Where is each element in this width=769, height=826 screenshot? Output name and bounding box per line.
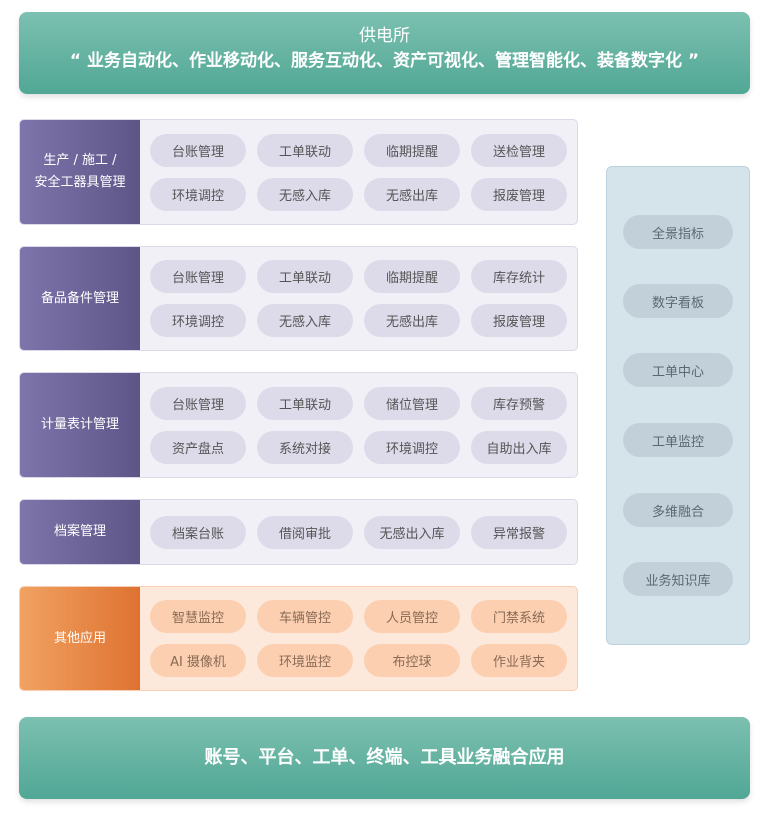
module-item: 库存预警 — [471, 386, 567, 420]
module-item: 无感入库 — [257, 304, 353, 337]
module-label-line: 档案管理 — [53, 524, 106, 539]
module-section: 其他应用 智慧监控车辆管控人员管控门禁系统 AI 摄像机环境监控布控球作业背夹 — [19, 586, 578, 691]
module-item: 无感出库 — [364, 304, 460, 337]
module-label-line: 备品备件管理 — [40, 290, 119, 306]
module-item: 台账管理 — [150, 260, 246, 293]
module-items: 档案台账借阅审批无感出入库异常报警 — [140, 500, 577, 564]
module-label: 备品备件管理 — [20, 247, 140, 350]
module-item: 报废管理 — [471, 304, 567, 337]
module-label: 其他应用 — [20, 587, 140, 690]
module-item: 工单联动 — [257, 260, 353, 293]
module-label: 生产 / 施工 / 安全工器具管理 — [20, 120, 140, 224]
panel-item: 工单中心 — [623, 353, 733, 387]
module-item: 临期提醒 — [364, 133, 460, 167]
module-item: 台账管理 — [150, 386, 246, 420]
module-item: 送检管理 — [471, 133, 567, 167]
header-banner: 供电所 “ 业务自动化、作业移动化、服务互动化、资产可视化、管理智能化、装备数字… — [19, 12, 750, 94]
module-item: 布控球 — [364, 644, 460, 677]
module-section: 生产 / 施工 /安全工器具管理台账管理工单联动临期提醒送检管理环境调控无感入库… — [19, 119, 578, 225]
module-label: 计量表计管理 — [20, 373, 140, 477]
module-label-line: 计量表计管理 — [40, 417, 119, 432]
module-item: 门禁系统 — [471, 600, 567, 633]
module-item: 工单联动 — [257, 133, 353, 167]
module-item: 作业背夹 — [471, 644, 567, 677]
module-label: 档案管理 — [20, 500, 140, 564]
module-items: 台账管理工单联动临期提醒库存统计环境调控无感入库无感出库报废管理 — [140, 247, 577, 350]
module-item: 车辆管控 — [257, 600, 353, 633]
module-item: 无感出库 — [364, 177, 460, 211]
module-item: 系统对接 — [257, 430, 353, 464]
header-title: 供电所 — [359, 26, 410, 46]
module-item: 环境调控 — [364, 430, 460, 464]
module-item: 报废管理 — [471, 177, 567, 211]
module-item: 人员管控 — [364, 600, 460, 633]
module-items: 智慧监控车辆管控人员管控门禁系统 AI 摄像机环境监控布控球作业背夹 — [140, 587, 577, 690]
module-items: 台账管理工单联动储位管理库存预警资产盘点系统对接环境调控自助出入库 — [140, 373, 577, 477]
module-item: 无感入库 — [257, 177, 353, 211]
module-label-line: 其他应用 — [53, 630, 106, 646]
module-items: 台账管理工单联动临期提醒送检管理环境调控无感入库无感出库报废管理 — [140, 120, 577, 224]
module-item: 工单联动 — [257, 386, 353, 420]
module-item: 环境调控 — [150, 177, 246, 211]
header-slogan: “ 业务自动化、作业移动化、服务互动化、资产可视化、管理智能化、装备数字化 ” — [69, 51, 700, 71]
panel-item: 数字看板 — [623, 284, 733, 318]
module-label-line: 生产 / 施工 / — [43, 153, 117, 168]
module-label-line: 安全工器具管理 — [34, 175, 126, 190]
module-item: 环境调控 — [150, 304, 246, 337]
module-item: 台账管理 — [150, 133, 246, 167]
module-item: 自助出入库 — [471, 430, 567, 464]
right-panel: 全景指标数字看板工单中心工单监控多维融合业务知识库 — [606, 166, 750, 645]
module-item: 智慧监控 — [150, 600, 246, 633]
module-item: AI 摄像机 — [150, 644, 246, 677]
footer-banner: 账号、平台、工单、终端、工具业务融合应用 — [19, 717, 750, 799]
module-item: 库存统计 — [471, 260, 567, 293]
footer-text: 账号、平台、工单、终端、工具业务融合应用 — [204, 747, 565, 768]
panel-item: 工单监控 — [623, 423, 733, 457]
panel-item: 全景指标 — [623, 215, 733, 249]
module-item: 借阅审批 — [257, 515, 353, 549]
panel-item: 业务知识库 — [623, 562, 733, 596]
module-item: 异常报警 — [471, 515, 567, 549]
module-item: 无感出入库 — [364, 515, 460, 549]
module-section: 档案管理 档案台账借阅审批无感出入库异常报警 — [19, 499, 578, 565]
module-section: 备品备件管理 台账管理工单联动临期提醒库存统计环境调控无感入库无感出库报废管理 — [19, 246, 578, 351]
module-item: 资产盘点 — [150, 430, 246, 464]
panel-item: 多维融合 — [623, 493, 733, 527]
module-item: 环境监控 — [257, 644, 353, 677]
module-item: 临期提醒 — [364, 260, 460, 293]
module-item: 储位管理 — [364, 386, 460, 420]
module-item: 档案台账 — [150, 515, 246, 549]
module-section: 计量表计管理 台账管理工单联动储位管理库存预警资产盘点系统对接环境调控自助出入库 — [19, 372, 578, 478]
